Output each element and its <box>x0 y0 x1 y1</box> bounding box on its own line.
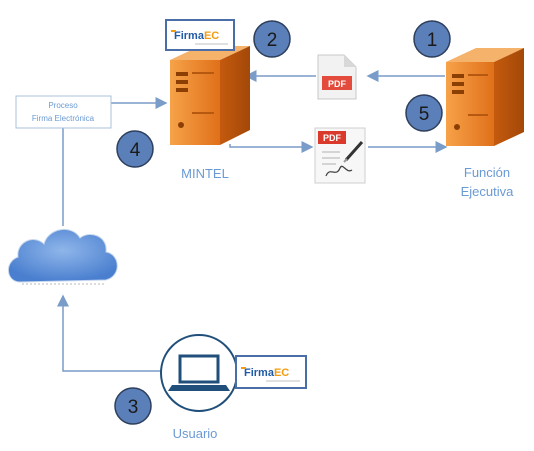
step-badge-2: 2 <box>253 20 291 58</box>
connectors <box>57 70 448 372</box>
signed-pdf-icon: PDF <box>314 127 366 184</box>
svg-text:FirmaEC: FirmaEC <box>174 30 219 42</box>
step-badge-1: 1 <box>413 20 451 58</box>
mintel-label: MINTEL <box>181 166 229 181</box>
proceso-box: Proceso Firma Electrónica <box>15 95 112 129</box>
svg-text:FirmaEC: FirmaEC <box>244 367 289 379</box>
pdf-icon: PDF <box>317 54 357 100</box>
step-badge-5-number: 5 <box>419 104 430 125</box>
firmaec-logo: FirmaEC <box>165 19 235 51</box>
arrow-mintel-to-signed-pdf <box>229 141 314 153</box>
step-badge-3: 3 <box>114 387 152 425</box>
proceso-label-line1: Proceso <box>48 101 78 110</box>
step-badge-4: 4 <box>116 130 154 168</box>
step-badge-5: 5 <box>405 94 443 132</box>
logo-top-ec: EC <box>204 30 219 42</box>
server-icon <box>170 46 250 145</box>
usuario-label: Usuario <box>173 426 218 441</box>
step-badge-1-number: 1 <box>427 30 438 51</box>
logo-user-ec: EC <box>274 367 289 379</box>
step-badge-2-number: 2 <box>267 30 278 51</box>
pdf-label: PDF <box>328 79 347 89</box>
step-badge-3-number: 3 <box>128 397 139 418</box>
logo-top-firma: Firma <box>174 30 205 42</box>
logo-user-firma: Firma <box>244 367 275 379</box>
cloud-icon <box>8 229 118 285</box>
firmaec-logo: FirmaEC <box>235 355 307 389</box>
funcion-label-line1: Función <box>464 165 510 180</box>
arrow-usuario-to-cloud <box>57 294 168 372</box>
laptop-icon <box>160 334 238 412</box>
server-icon <box>446 48 524 146</box>
funcion-label-line2: Ejecutiva <box>461 184 515 199</box>
signed-pdf-label: PDF <box>323 133 342 143</box>
proceso-label-line2: Firma Electrónica <box>32 114 95 123</box>
step-badge-4-number: 4 <box>130 140 141 161</box>
